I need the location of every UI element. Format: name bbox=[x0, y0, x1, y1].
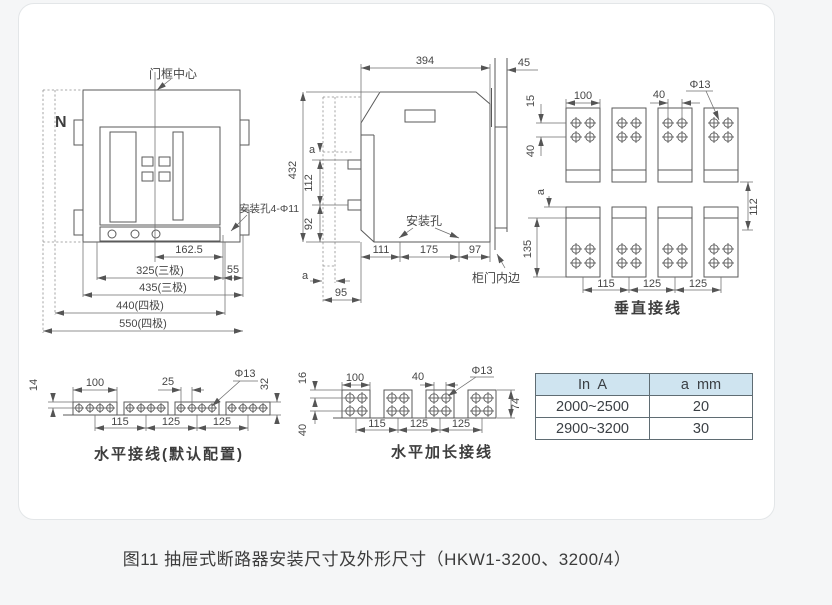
neutral-pole-label: N bbox=[55, 114, 67, 131]
front-view-drawing: 门框中心 N 安装孔4-Φ11 162.5 325(三极) 55 435(三极)… bbox=[42, 66, 299, 334]
vertical-connection-title: 垂直接线 bbox=[614, 299, 682, 317]
horizontal-connection-title: 水平接线(默认配置) bbox=[94, 445, 244, 463]
dim-135-vert: 135 bbox=[522, 240, 534, 258]
dim-325: 325(三极) bbox=[136, 263, 184, 277]
dim-440: 440(四极) bbox=[116, 298, 164, 312]
mounting-hole-label: 安装孔 bbox=[406, 213, 442, 228]
side-view-drawing: 394 45 432 a 112 92 安装孔 111 175 97 柜门内边 … bbox=[287, 55, 538, 303]
dim-97: 97 bbox=[469, 244, 481, 256]
cell-a-value-2: 30 bbox=[649, 417, 753, 440]
dim-125a-horiz: 125 bbox=[162, 416, 180, 428]
dim-a-top: a bbox=[309, 144, 316, 156]
dim-92: 92 bbox=[303, 218, 315, 230]
dim-100-vert: 100 bbox=[574, 90, 592, 102]
dim-15-vert: 15 bbox=[525, 95, 537, 107]
dim-74-ext: 74 bbox=[510, 398, 522, 410]
dim-32-horiz: 32 bbox=[259, 378, 271, 390]
dim-phi13-horiz: Φ13 bbox=[234, 368, 255, 380]
dim-115-horiz: 115 bbox=[111, 416, 129, 428]
dim-125a-ext: 125 bbox=[410, 418, 428, 430]
dim-125a-vert: 125 bbox=[643, 278, 661, 290]
dim-394: 394 bbox=[416, 55, 434, 67]
terminal-holes bbox=[73, 402, 269, 414]
dim-25-horiz: 25 bbox=[162, 376, 174, 388]
dim-16-ext: 16 bbox=[297, 372, 309, 384]
dim-40-ext-left: 40 bbox=[297, 424, 309, 436]
dim-100-ext: 100 bbox=[346, 372, 364, 384]
spec-table: In A a mm 2000~2500 20 2900~3200 30 bbox=[535, 373, 753, 440]
dim-55: 55 bbox=[227, 264, 239, 276]
dim-40-vert-top: 40 bbox=[653, 89, 665, 101]
dim-112-vert: 112 bbox=[748, 198, 760, 216]
dim-14-horiz: 14 bbox=[28, 379, 40, 391]
dim-40-vert-left: 40 bbox=[525, 145, 537, 157]
horizontal-extended-connection-drawing: 16 100 40 Φ13 74 40 115 125 125 水平加长接线 bbox=[297, 365, 522, 461]
dim-432: 432 bbox=[287, 161, 299, 179]
dim-phi13-ext: Φ13 bbox=[471, 365, 492, 377]
dim-125b-ext: 125 bbox=[452, 418, 470, 430]
dim-162-5: 162.5 bbox=[175, 244, 203, 256]
cell-current-range-1: 2000~2500 bbox=[535, 395, 650, 418]
mounting-holes-label: 安装孔4-Φ11 bbox=[239, 202, 299, 215]
dim-111: 111 bbox=[373, 244, 390, 256]
dim-a-vert: a bbox=[535, 188, 547, 195]
door-frame-center-label: 门框中心 bbox=[149, 66, 197, 81]
table-header-row: In A a mm bbox=[535, 373, 753, 396]
cell-current-range-2: 2900~3200 bbox=[535, 417, 650, 440]
dim-125b-horiz: 125 bbox=[213, 416, 231, 428]
dim-435: 435(三极) bbox=[139, 280, 187, 294]
dim-115-ext: 115 bbox=[368, 418, 386, 430]
dim-40-ext-top: 40 bbox=[412, 371, 424, 383]
table-row: 2900~3200 30 bbox=[535, 417, 753, 440]
figure-caption: 图11 抽屉式断路器安装尺寸及外形尺寸（HKW1-3200、3200/4） bbox=[122, 550, 632, 569]
dim-115-vert: 115 bbox=[597, 278, 615, 290]
terminal-holes bbox=[343, 391, 495, 418]
dim-125b-vert: 125 bbox=[689, 278, 707, 290]
col-header-rated-current: In A bbox=[535, 373, 650, 396]
dim-550: 550(四极) bbox=[119, 316, 167, 330]
table-row: 2000~2500 20 bbox=[535, 395, 753, 418]
terminal-holes bbox=[569, 116, 735, 270]
horizontal-extended-title: 水平加长接线 bbox=[391, 443, 493, 461]
dim-112-side: 112 bbox=[303, 174, 315, 192]
dim-100-horiz: 100 bbox=[86, 377, 104, 389]
door-inner-edge-label: 柜门内边 bbox=[472, 270, 520, 285]
cell-a-value-1: 20 bbox=[649, 395, 753, 418]
dim-phi13-vert: Φ13 bbox=[689, 79, 710, 91]
dim-95: 95 bbox=[335, 287, 347, 299]
horizontal-connection-drawing: 14 100 25 Φ13 32 115 125 125 水平接线(默认配置) bbox=[28, 368, 281, 463]
col-header-a-mm: a mm bbox=[649, 373, 753, 396]
dim-175: 175 bbox=[420, 244, 438, 256]
dim-45: 45 bbox=[518, 57, 530, 69]
vertical-connection-drawing: 100 40 Φ13 15 40 a 135 112 115 125 125 垂… bbox=[522, 79, 760, 317]
dim-a-bottom: a bbox=[302, 270, 309, 282]
